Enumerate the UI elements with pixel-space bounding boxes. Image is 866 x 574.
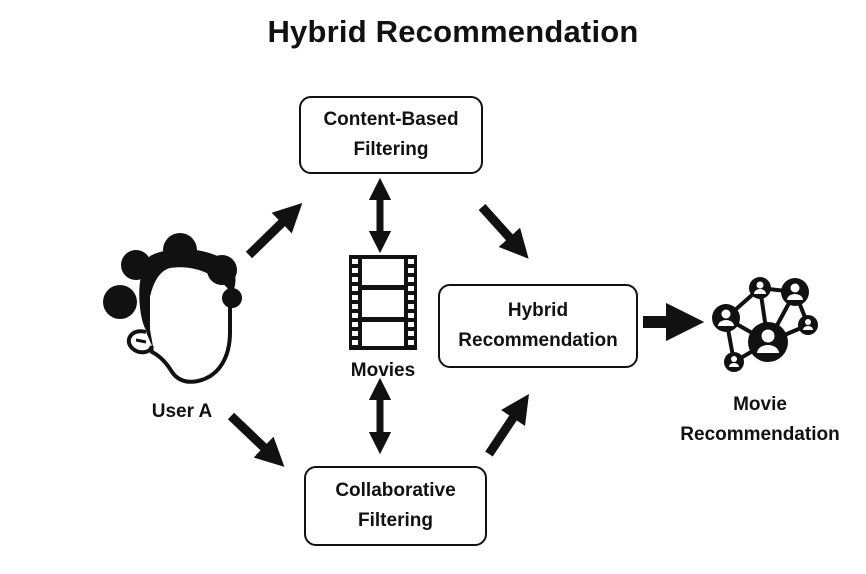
hybrid-recommendation-box: Hybrid Recommendation — [438, 284, 638, 368]
user-label: User A — [151, 401, 213, 422]
hybrid-label-line2: Recommendation — [458, 330, 618, 351]
movie-recommendation-line1: Movie — [733, 394, 787, 415]
movie-recommendation-label: Movie Recommendation — [660, 390, 860, 450]
collaborative-label-line2: Filtering — [358, 510, 433, 531]
content-based-label-line2: Filtering — [353, 139, 429, 160]
collaborative-filtering-box: Collaborative Filtering — [304, 466, 487, 546]
user-head-icon — [103, 233, 242, 384]
network-people-icon — [712, 277, 818, 372]
arrow-content-to-hybrid — [478, 203, 529, 259]
arrow-user-to-collaborative — [227, 412, 285, 467]
content-based-filtering-box: Content-Based Filtering — [299, 96, 483, 174]
movies-label: Movies — [350, 360, 416, 381]
film-strip-icon — [349, 255, 417, 350]
arrow-user-to-content — [245, 202, 303, 259]
collaborative-label-line1: Collaborative — [335, 480, 456, 501]
content-based-label-line1: Content-Based — [323, 109, 459, 130]
diagram-title: Hybrid Recommendation — [267, 14, 639, 49]
arrow-collaborative-to-hybrid — [485, 394, 529, 457]
hybrid-label-line1: Hybrid — [507, 300, 569, 321]
movie-recommendation-line2: Recommendation — [680, 424, 840, 445]
